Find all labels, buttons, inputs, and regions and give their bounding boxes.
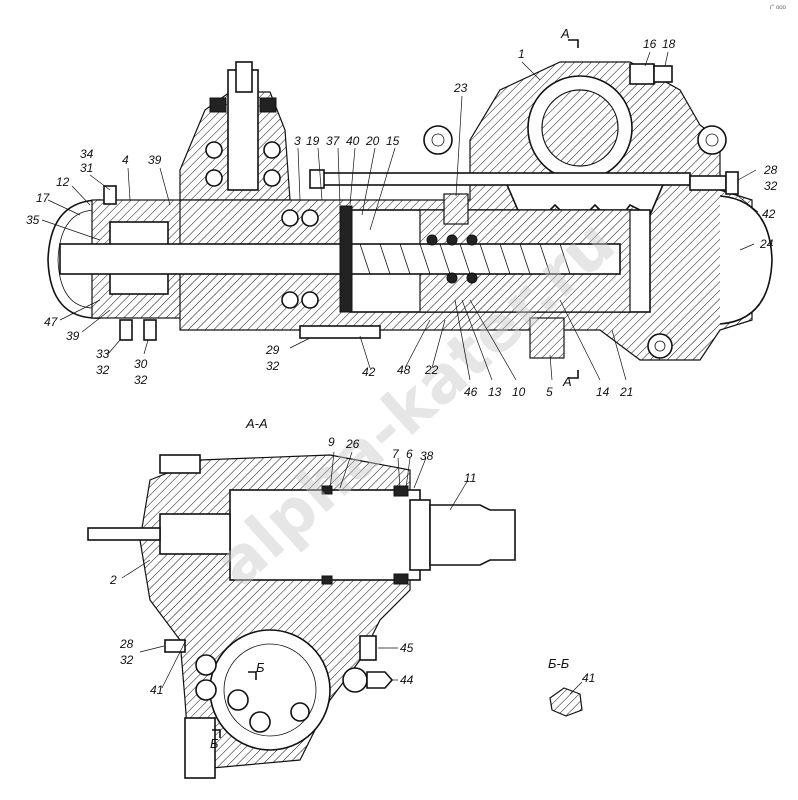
lower-valve-body	[209, 629, 331, 751]
tie-bolt	[319, 172, 691, 186]
callout-31: 31	[80, 161, 93, 175]
shaft-11	[429, 504, 516, 566]
callout-38: 38	[420, 449, 434, 463]
upper-section-view	[47, 39, 773, 379]
input-shaft-spline	[235, 61, 253, 93]
callout-33: 33	[96, 347, 110, 361]
plug-23	[443, 193, 469, 225]
fitting-45	[359, 635, 377, 661]
callout-24: 24	[759, 237, 774, 251]
lower-section-view	[87, 454, 516, 779]
callout-48: 48	[397, 363, 411, 377]
callout-5: 5	[546, 385, 553, 399]
corner-mark: r'' ooo	[770, 5, 787, 11]
callout-12: 12	[56, 175, 70, 189]
callout-20: 20	[365, 134, 380, 148]
callout-39-bottom: 39	[66, 329, 80, 343]
callout-42-right: 42	[762, 207, 776, 221]
callout-32-c: 32	[266, 359, 280, 373]
callout-1: 1	[518, 47, 525, 61]
callout-4: 4	[122, 153, 129, 167]
callout-39-top: 39	[148, 153, 162, 167]
callout-3: 3	[294, 134, 301, 148]
callout-44: 44	[400, 673, 414, 687]
callout-41-lower: 41	[150, 683, 163, 697]
detail-41	[549, 687, 583, 717]
callout-7: 7	[392, 447, 400, 461]
cut-mark-b-bottom: Б	[210, 736, 219, 751]
callout-46: 46	[464, 385, 478, 399]
callout-42-bottom: 42	[362, 365, 376, 379]
callout-32-right: 32	[764, 179, 778, 193]
cut-mark-a-bottom: А	[562, 374, 572, 389]
callout-labels: 1 16 18 23 3 19 37 40 20 15 34 31 4 39 1…	[26, 37, 778, 697]
callout-2: 2	[109, 573, 117, 587]
callout-40: 40	[346, 134, 360, 148]
callout-16: 16	[643, 37, 657, 51]
right-cover	[719, 195, 773, 325]
callout-28-right: 28	[763, 163, 778, 177]
callout-41-detail: 41	[582, 671, 595, 685]
callout-13: 13	[488, 385, 502, 399]
callout-14: 14	[596, 385, 610, 399]
plug-5	[529, 317, 565, 359]
callout-18: 18	[662, 37, 676, 51]
section-title-b: Б-Б	[548, 656, 570, 671]
bleed-valve	[629, 63, 655, 85]
callout-37: 37	[326, 134, 341, 148]
callout-23: 23	[453, 81, 468, 95]
callout-45: 45	[400, 641, 414, 655]
callout-32-b: 32	[134, 373, 148, 387]
callout-28-left: 28	[119, 637, 134, 651]
callout-10: 10	[512, 385, 526, 399]
section-title-a: А-А	[245, 416, 268, 431]
callout-47: 47	[44, 315, 59, 329]
detail-b-view	[549, 687, 583, 717]
callout-11: 11	[464, 471, 476, 485]
callout-26: 26	[345, 437, 360, 451]
callout-22: 22	[424, 363, 439, 377]
leader-lines	[41, 51, 759, 695]
callout-17: 17	[36, 191, 51, 205]
callout-35: 35	[26, 213, 40, 227]
callout-34: 34	[80, 147, 94, 161]
input-shaft-side	[87, 527, 161, 541]
callout-32-left: 32	[120, 653, 134, 667]
callout-21: 21	[619, 385, 633, 399]
callout-19: 19	[306, 134, 320, 148]
cut-mark-a-top: А	[560, 26, 570, 41]
callout-29: 29	[265, 343, 280, 357]
callout-6: 6	[406, 447, 413, 461]
callout-9: 9	[328, 435, 335, 449]
callout-30: 30	[134, 357, 148, 371]
callout-15: 15	[386, 134, 400, 148]
fitting-44	[342, 667, 368, 693]
callout-32-a: 32	[96, 363, 110, 377]
cut-mark-b-top: Б	[256, 660, 265, 675]
